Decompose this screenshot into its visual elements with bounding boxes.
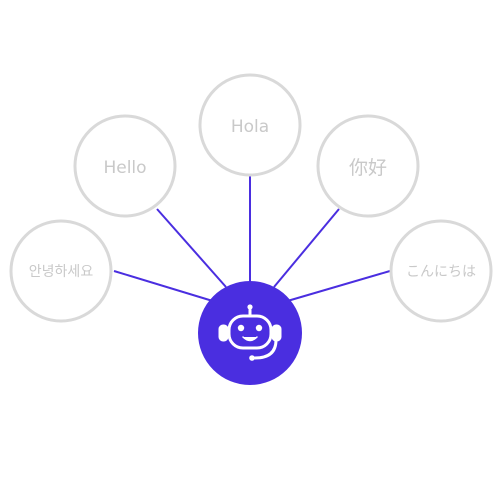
chatbot-hub bbox=[198, 281, 302, 385]
greeting-bubble-japanese: こんにちは bbox=[389, 219, 493, 323]
hub-circle bbox=[198, 281, 302, 385]
greeting-bubble-chinese: 你好 bbox=[316, 114, 420, 218]
greeting-bubble-english: Hello bbox=[73, 114, 177, 218]
connector-line-japanese bbox=[283, 270, 391, 303]
chatbot-robot-headset-icon bbox=[218, 304, 282, 361]
connector-line-english bbox=[156, 208, 227, 288]
greeting-text-chinese: 你好 bbox=[349, 157, 387, 179]
connector-lines bbox=[113, 176, 391, 303]
greeting-bubble-spanish: Hola bbox=[198, 73, 302, 177]
connector-line-chinese bbox=[273, 208, 340, 288]
greeting-bubble-korean: 안녕하세요 bbox=[9, 219, 113, 323]
greeting-text-spanish: Hola bbox=[231, 117, 269, 137]
greeting-text-english: Hello bbox=[103, 158, 146, 178]
greeting-text-japanese: こんにちは bbox=[406, 264, 476, 280]
connector-line-korean bbox=[113, 270, 217, 303]
greeting-text-korean: 안녕하세요 bbox=[29, 264, 94, 280]
